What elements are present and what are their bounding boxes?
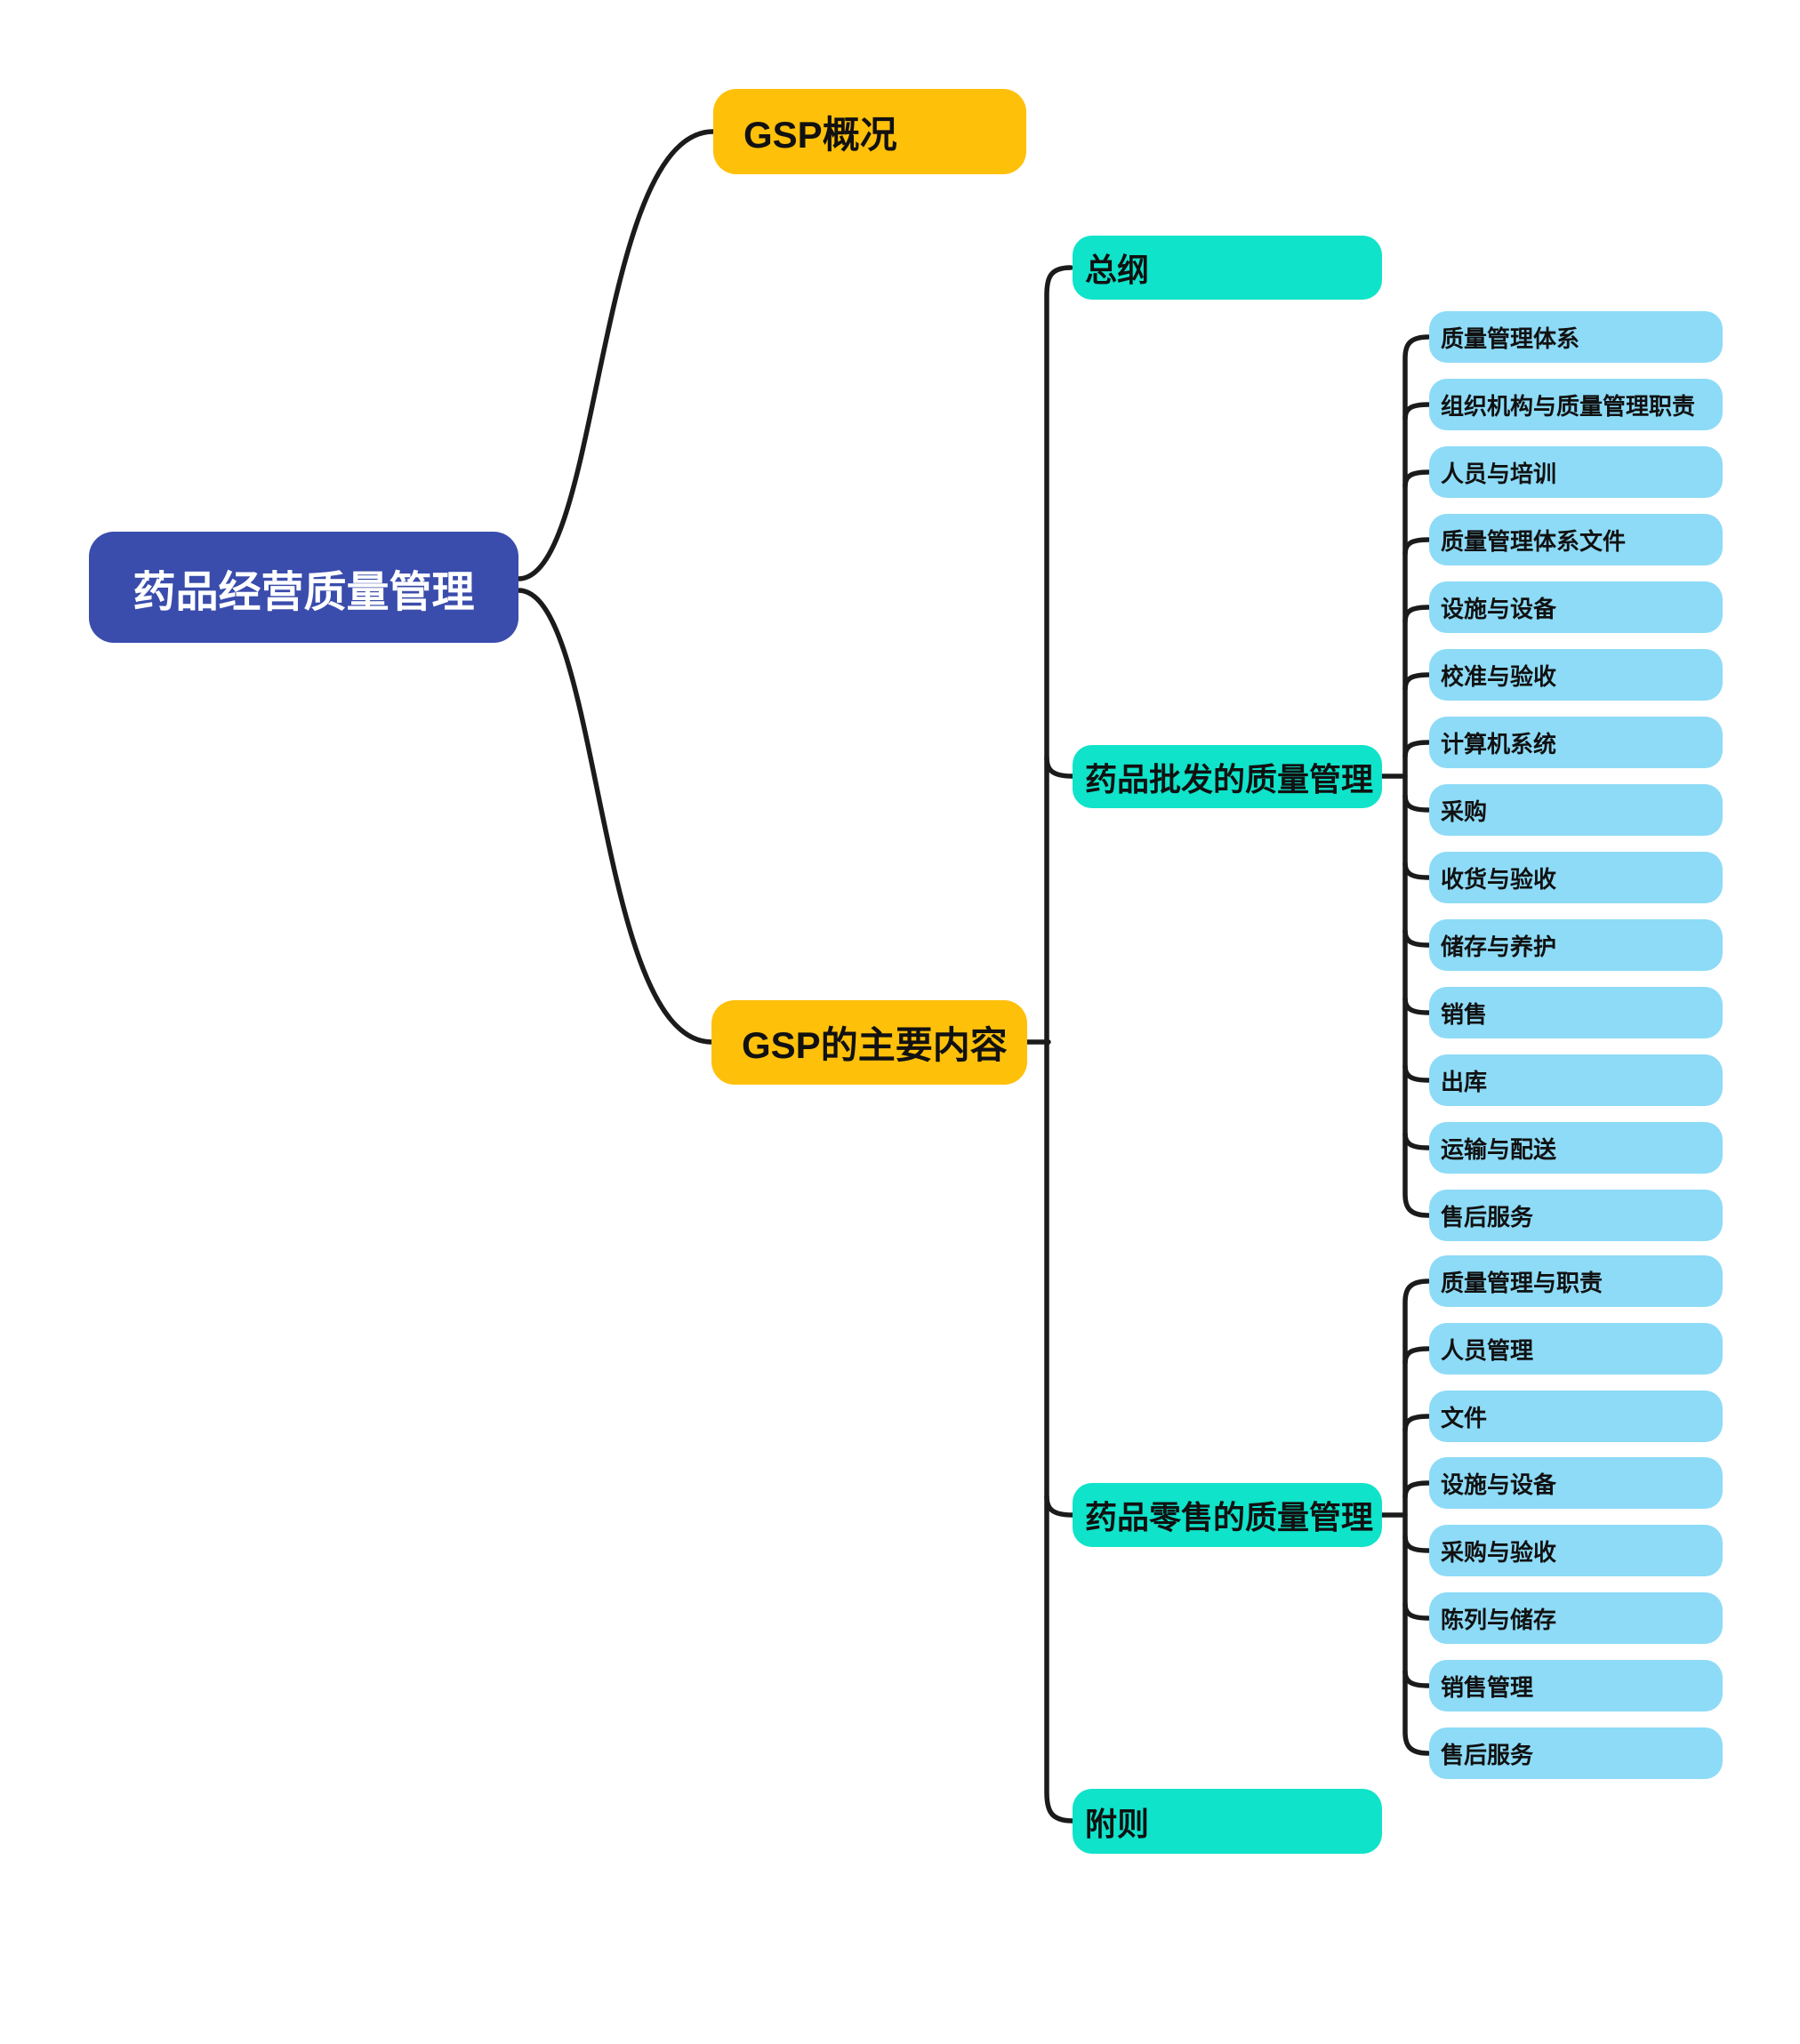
root-node-drug-distribution-quality-management[interactable]: 药品经营质量管理 bbox=[89, 532, 518, 643]
retail-topic-procurement-and-acceptance[interactable]: 采购与验收 bbox=[1429, 1525, 1723, 1576]
wholesale-topic-computer-system[interactable]: 计算机系统 bbox=[1429, 717, 1723, 768]
wholesale-topic-receiving-and-acceptance[interactable]: 收货与验收 bbox=[1429, 852, 1723, 903]
wholesale-topic-personnel-and-training[interactable]: 人员与培训 bbox=[1429, 446, 1723, 498]
wholesale-topic-storage-and-maintenance[interactable]: 储存与养护 bbox=[1429, 919, 1723, 971]
branch-gsp-overview[interactable]: GSP概况 bbox=[713, 89, 1026, 174]
wholesale-topic-after-sales-service[interactable]: 售后服务 bbox=[1429, 1190, 1723, 1241]
wholesale-topic-qms-documents[interactable]: 质量管理体系文件 bbox=[1429, 514, 1723, 565]
retail-topic-after-sales-service[interactable]: 售后服务 bbox=[1429, 1727, 1723, 1779]
retail-topic-display-and-storage[interactable]: 陈列与储存 bbox=[1429, 1592, 1723, 1644]
edge-wholesale-trunk bbox=[1402, 334, 1431, 1218]
wholesale-topic-transport-and-delivery[interactable]: 运输与配送 bbox=[1429, 1122, 1723, 1174]
retail-topic-personnel-management[interactable]: 人员管理 bbox=[1429, 1323, 1723, 1375]
node-retail-quality-management[interactable]: 药品零售的质量管理 bbox=[1073, 1483, 1382, 1547]
edge-branch-retail bbox=[1044, 1494, 1075, 1518]
node-general-outline[interactable]: 总纲 bbox=[1073, 236, 1382, 300]
wholesale-topic-facilities-and-equipment[interactable]: 设施与设备 bbox=[1429, 581, 1723, 633]
wholesale-topic-procurement[interactable]: 采购 bbox=[1429, 784, 1723, 836]
edge-retail-trunk bbox=[1402, 1279, 1431, 1756]
wholesale-topic-quality-management-system[interactable]: 质量管理体系 bbox=[1429, 311, 1723, 363]
retail-topic-sales-management[interactable]: 销售管理 bbox=[1429, 1660, 1723, 1711]
edge-level2-trunk bbox=[1044, 265, 1075, 1824]
wholesale-topic-calibration-and-acceptance[interactable]: 校准与验收 bbox=[1429, 649, 1723, 701]
wholesale-topic-sales[interactable]: 销售 bbox=[1429, 987, 1723, 1038]
edge-root-to-gsp-overview bbox=[516, 129, 716, 581]
node-supplementary-provisions[interactable]: 附则 bbox=[1073, 1789, 1382, 1854]
wholesale-topic-organization-and-qm-duties[interactable]: 组织机构与质量管理职责 bbox=[1429, 379, 1723, 430]
retail-topic-documents[interactable]: 文件 bbox=[1429, 1391, 1723, 1442]
node-wholesale-quality-management[interactable]: 药品批发的质量管理 bbox=[1073, 745, 1382, 808]
retail-topic-facilities-and-equipment[interactable]: 设施与设备 bbox=[1429, 1457, 1723, 1509]
edge-branch-wholesale bbox=[1044, 755, 1075, 779]
retail-topic-qm-and-duties[interactable]: 质量管理与职责 bbox=[1429, 1255, 1723, 1307]
branch-gsp-main-content[interactable]: GSP的主要内容 bbox=[711, 1000, 1027, 1085]
edge-root-to-gsp-main bbox=[516, 588, 714, 1045]
wholesale-topic-outbound[interactable]: 出库 bbox=[1429, 1054, 1723, 1106]
